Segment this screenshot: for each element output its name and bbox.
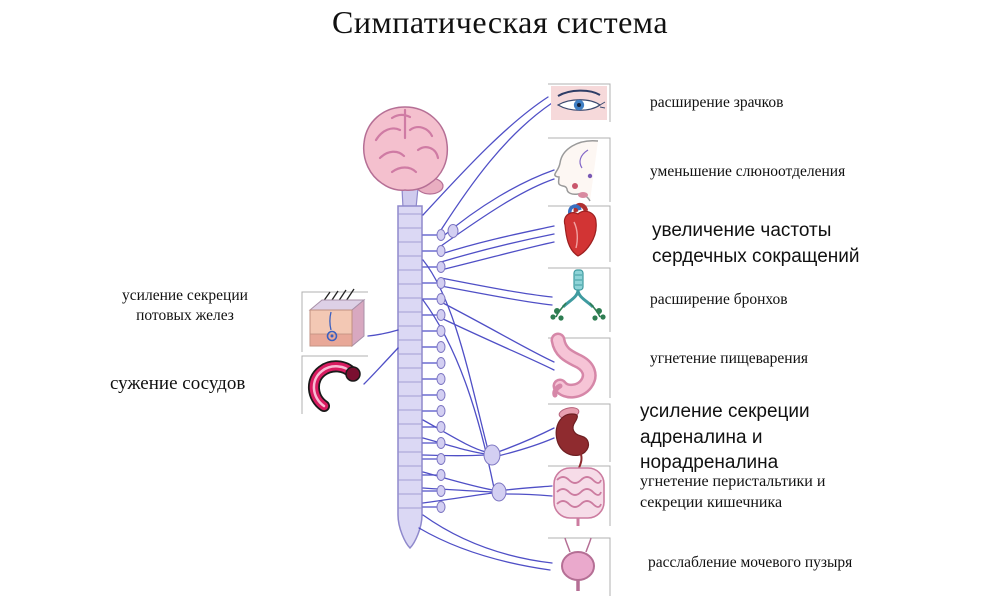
label-pupil-dilation: расширение зрачков xyxy=(650,94,784,111)
label-bladder-relaxation: расслабление мочевого пузыря xyxy=(648,554,853,571)
blood-vessel-icon xyxy=(308,360,361,412)
label-sweat-glands: усиление секреции потовых желез xyxy=(122,287,248,325)
spinal-cord xyxy=(397,205,423,550)
intestine-icon xyxy=(553,467,605,526)
label-heart-rate-increase: увеличение частоты сердечных сокращений xyxy=(652,220,860,267)
kidney-adrenal-icon xyxy=(555,407,590,469)
skin-sweat-glands-icon xyxy=(308,288,366,348)
bronchi-icon xyxy=(550,269,606,321)
label-peristalsis-inhibition: угнетение перистальтики и секреции кишеч… xyxy=(640,473,826,511)
bracket-frames xyxy=(301,83,611,596)
label-adrenaline-secretion: усиление секреции адреналина и норадрена… xyxy=(640,401,810,474)
page-title: Симпатическая система xyxy=(331,4,669,40)
heart-icon xyxy=(563,202,597,257)
label-salivation-decrease: уменьшение слюноотделения xyxy=(650,163,846,180)
brain-icon xyxy=(362,106,449,209)
stomach-icon xyxy=(550,332,597,399)
sympathetic-chain xyxy=(436,224,507,513)
label-bronchi-dilation: расширение бронхов xyxy=(650,291,788,308)
nerve-fibers xyxy=(363,96,555,571)
salivary-head-icon xyxy=(554,140,599,202)
label-digestion-inhibition: угнетение пищеварения xyxy=(650,350,809,367)
label-vasoconstriction: сужение сосудов xyxy=(110,373,246,394)
eye-icon xyxy=(551,86,607,120)
bladder-icon xyxy=(561,537,595,591)
